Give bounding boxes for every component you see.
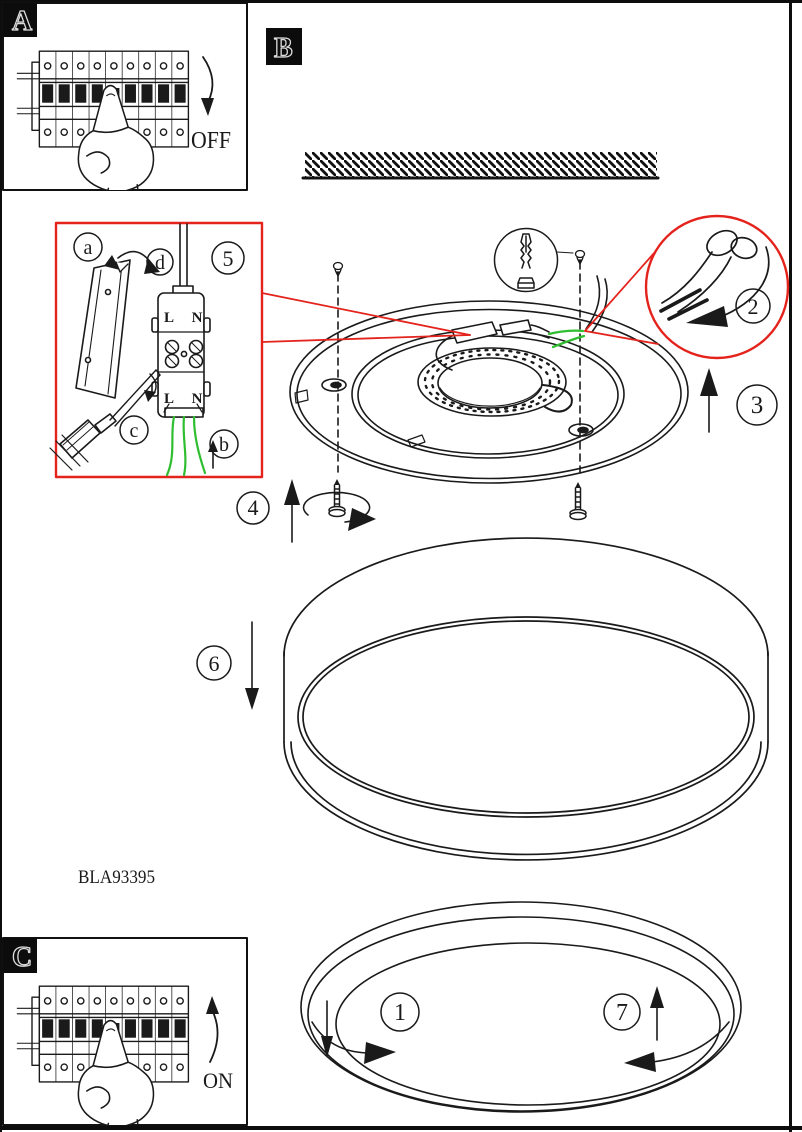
wiring-detail — [49, 223, 218, 471]
keyhole-right — [568, 423, 594, 437]
ceiling-panel: B — [266, 28, 660, 180]
panel-c-letter: C — [12, 942, 32, 973]
leader-line — [261, 334, 471, 343]
terminal-n-bottom: N — [192, 391, 203, 407]
screw-turn-arrow — [302, 491, 376, 531]
drum-shade — [283, 537, 769, 861]
bend-arrow — [717, 246, 770, 319]
sub-label-d: d — [155, 252, 165, 274]
off-caption: OFF — [191, 128, 231, 154]
step-label-7: 7 — [616, 1000, 628, 1026]
terminal-letters: L N L N — [164, 310, 203, 407]
terminal-l-top: L — [164, 310, 174, 326]
leader-line — [584, 330, 659, 345]
ceiling-screw-left — [332, 261, 344, 277]
terminal-l-bottom: L — [164, 391, 174, 407]
plate-terminal-block — [435, 319, 532, 371]
sub-label-b: b — [219, 434, 229, 456]
mounting-plate — [289, 275, 689, 484]
step-label-2: 2 — [748, 294, 759, 319]
step-label-1: 1 — [394, 1000, 406, 1026]
breaker-off-panel: A OFF — [2, 2, 248, 191]
mounting-screw-left — [328, 478, 346, 518]
cable-sheath — [530, 324, 550, 339]
wall-plug-detail — [493, 227, 574, 293]
lift-arrow-right — [700, 368, 718, 433]
earth-wires-plate — [547, 329, 586, 349]
step-label-5: 5 — [223, 246, 234, 271]
mains-strands — [49, 434, 89, 471]
plate-slot — [407, 434, 426, 448]
ceiling-hatch — [305, 152, 657, 177]
ceiling-screw-right — [574, 249, 586, 265]
switch-up-arrow — [209, 1009, 219, 1063]
wire-hook — [542, 384, 573, 413]
on-caption: ON — [203, 1068, 233, 1093]
terminal-n-top: N — [192, 310, 203, 326]
wall-plug-icon — [517, 233, 535, 289]
cable-detail-circle — [644, 214, 790, 360]
plate-slot — [294, 389, 309, 404]
step-label-text: a d 5 c b 2 3 4 6 1 7 — [84, 237, 764, 1026]
mains-cable — [585, 275, 608, 333]
diffuser-arrows — [311, 986, 730, 1072]
place-shade-arrow — [245, 621, 259, 710]
sub-label-c: c — [130, 420, 139, 442]
screwdriver — [59, 369, 161, 459]
leader-line — [584, 251, 656, 332]
strain-relief-cover — [75, 259, 131, 399]
diffuser-glass — [300, 901, 742, 1113]
breaker-on-panel: C ON — [2, 937, 248, 1126]
keyhole-left — [321, 378, 347, 392]
alignment-lines — [337, 261, 581, 479]
step-label-3: 3 — [751, 392, 764, 419]
panel-a-letter: A — [12, 6, 33, 37]
earth-wires-detail — [165, 415, 207, 477]
led-ring — [417, 347, 573, 417]
wiring-detail-frame — [54, 221, 264, 479]
panel-tag-c — [3, 938, 37, 973]
rotate-ccw-arrow — [651, 1021, 730, 1063]
lift-arrow-left — [284, 479, 300, 543]
product-code: BLA93395 — [78, 867, 155, 888]
leader-line — [261, 292, 471, 336]
cable-bend-detail — [659, 229, 770, 327]
step-labels — [73, 232, 778, 1032]
red-callouts — [54, 214, 790, 479]
sub-label-a: a — [84, 237, 93, 259]
rotate-cw-arrow — [311, 1021, 369, 1054]
step-label-4: 4 — [248, 495, 259, 520]
mounting-screw-right — [569, 481, 587, 521]
panel-tag-b — [266, 28, 302, 65]
panel-tag-a — [3, 3, 37, 37]
step-label-6: 6 — [209, 651, 220, 676]
panel-b-letter: B — [274, 33, 293, 64]
